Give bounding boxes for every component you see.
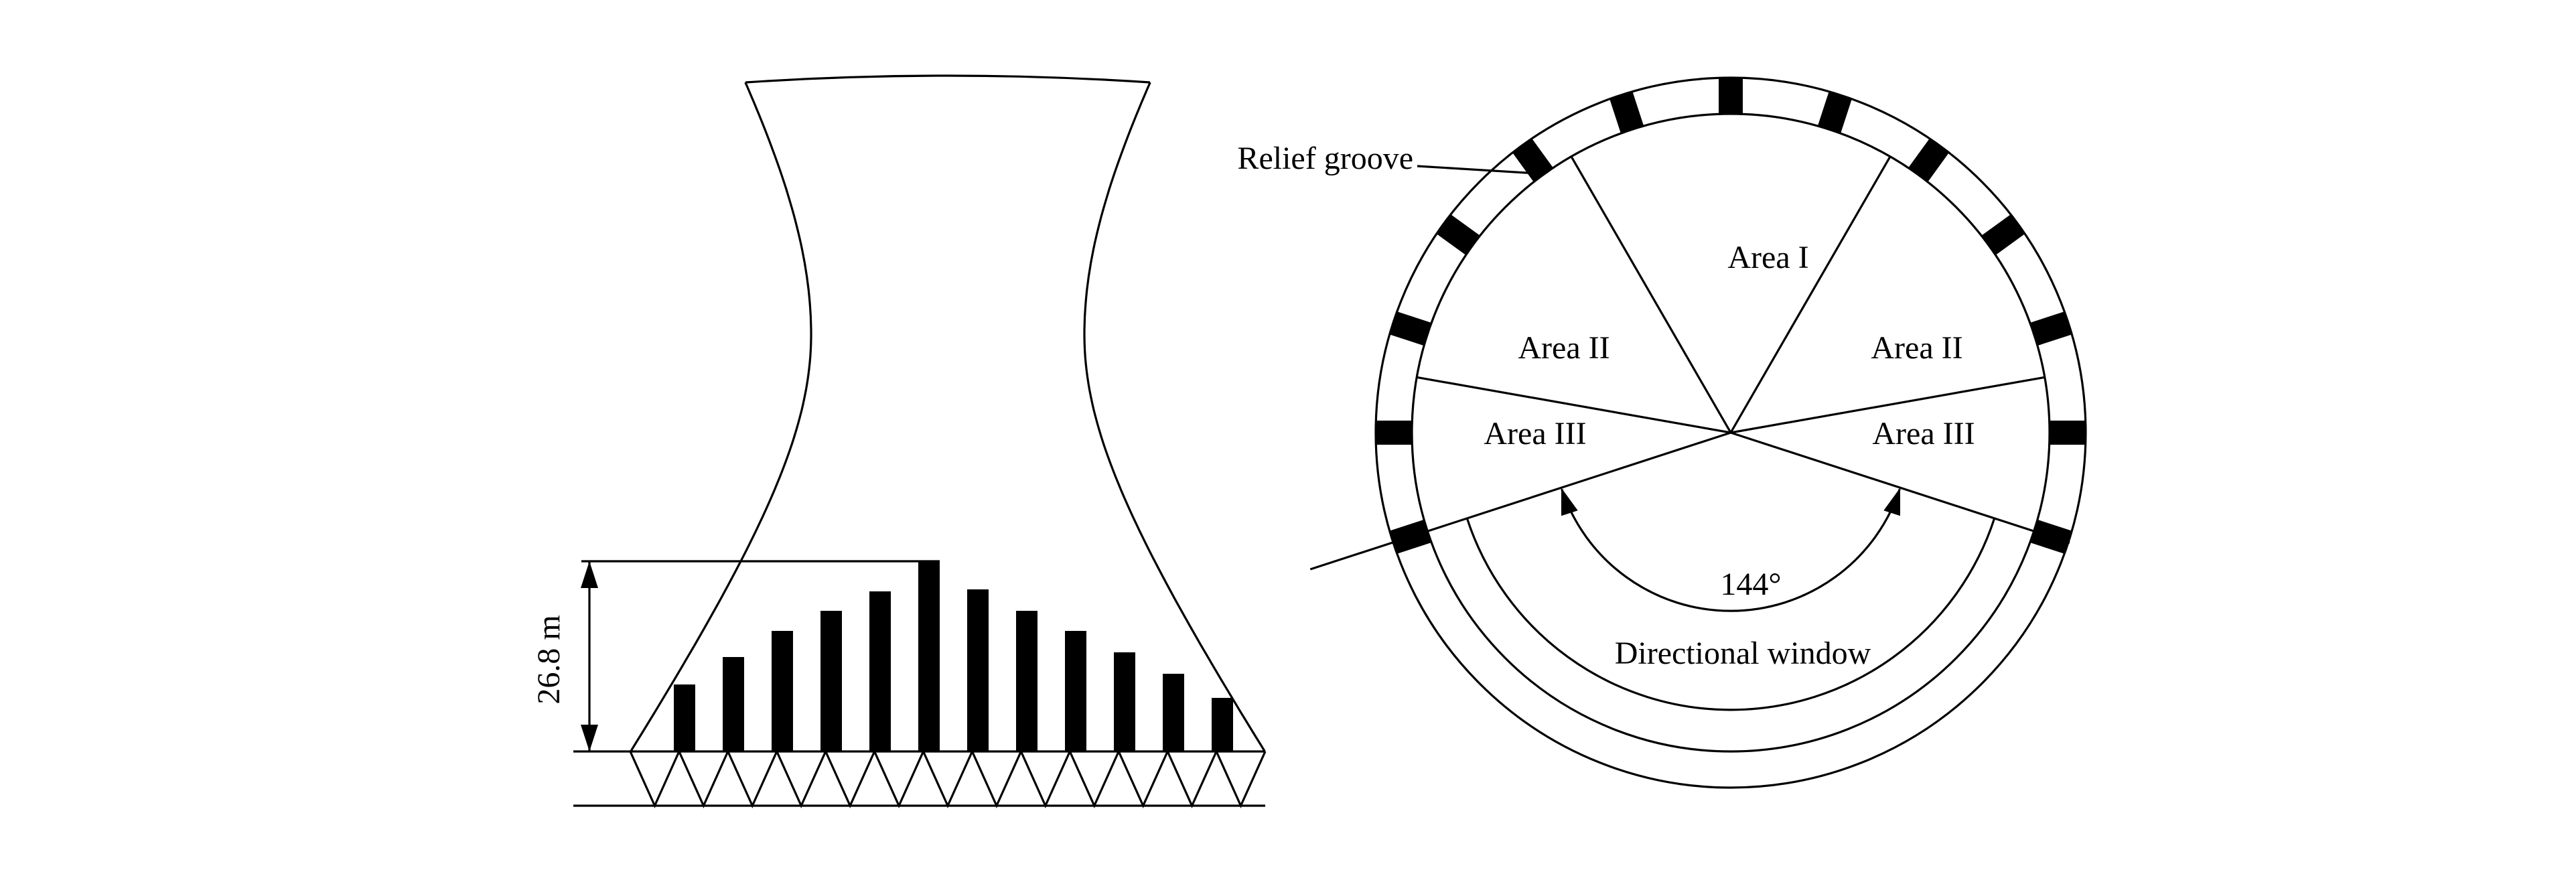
foundation-zigzag [629,749,1267,808]
tower-elevation-group [573,74,1267,808]
window-boundary-line [1309,431,1731,571]
tower-rim [745,74,1151,84]
relief-groove-label: Relief groove [1237,141,1413,176]
charge-bar [1212,698,1233,751]
angle-dimension-arc [1561,488,1901,612]
relief-groove-mark [2031,311,2072,346]
charge-bar [869,591,891,751]
sector-boundary-line [1416,376,1731,434]
relief-groove-mark [1609,92,1644,133]
relief-groove-mark [1437,214,1480,255]
relief-groove-mark [1908,139,1949,182]
charge-bar [1114,652,1135,751]
sector-boundary-line [1729,155,1891,433]
relief-groove-mark [1512,139,1553,182]
charge-bar [674,684,695,751]
charge-bar [918,561,940,751]
charge-bar [1163,674,1184,751]
tower-wall-right [1083,82,1266,752]
angle-arrow-left [1561,488,1578,516]
dimension-arrow-up [581,561,598,588]
inner-circle [1411,113,2051,753]
directional-window-label: Directional window [1615,636,1871,671]
relief-groove-mark [1818,92,1852,133]
charge-bar [1016,611,1037,751]
directional-window-arc [1465,518,1996,711]
window-angle-label: 144° [1720,567,1781,602]
relief-groove-mark [1982,214,2025,255]
dimension-label: 26.8 m [531,615,567,704]
angle-arrow-right [1883,488,1900,516]
charge-bar [967,589,989,751]
charge-bar [723,657,744,751]
relief-groove-leader [1417,165,1538,175]
relief-groove-mark [1390,311,1431,346]
area-2-left-label: Area II [1518,330,1609,366]
dimension-arrow-down [581,725,598,751]
area-3-right-label: Area III [1872,416,1975,451]
sector-boundary-line [1730,376,2046,434]
outer-circle [1374,76,2087,789]
area-3-left-label: Area III [1484,416,1586,451]
tower-plan-group [1309,76,2087,789]
tower-wall-left [630,82,812,752]
charge-bar [772,631,793,751]
charge-bar [820,611,842,751]
area-2-right-label: Area II [1871,330,1962,366]
charge-bar [1065,631,1086,751]
sector-boundary-line [1570,155,1732,433]
area-1-label: Area I [1727,240,1808,275]
